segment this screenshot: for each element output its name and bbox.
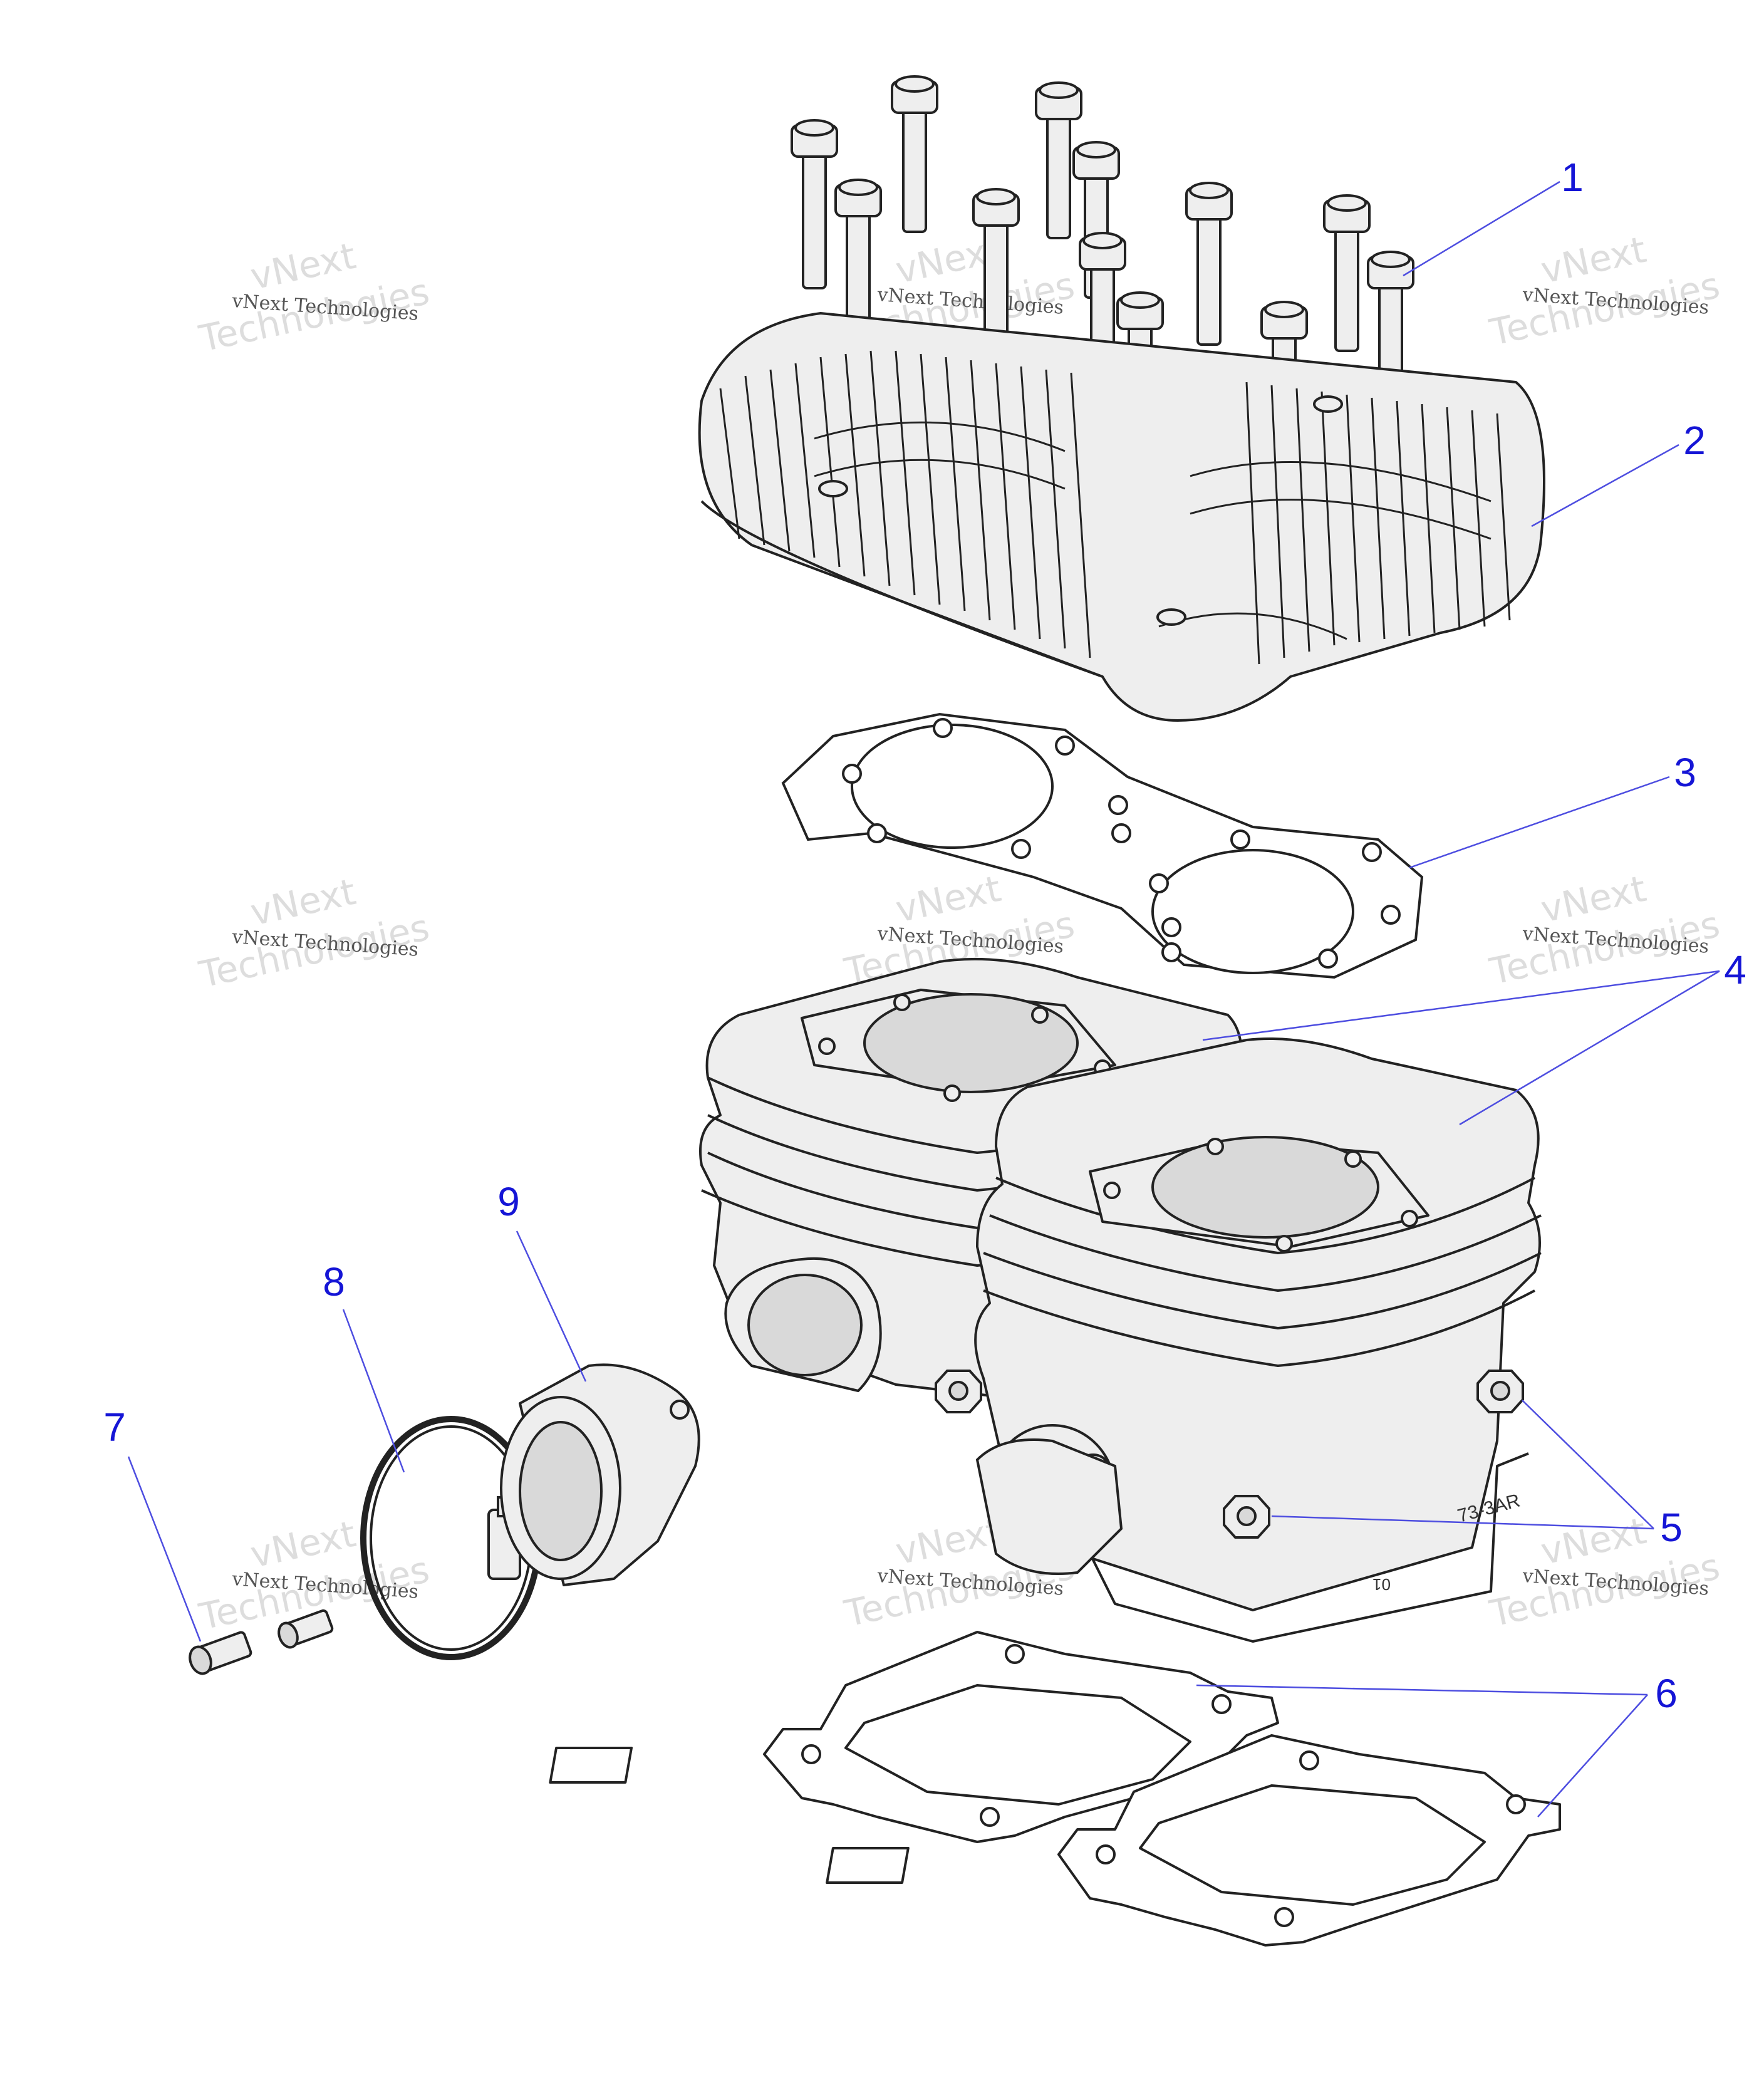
cylinder-head	[698, 312, 1545, 722]
intake-boot-mounted	[975, 1438, 1123, 1575]
screws	[189, 1609, 334, 1675]
callout-label: 8	[323, 1259, 345, 1304]
callout-label: 7	[103, 1405, 126, 1450]
intake-boot	[500, 1363, 700, 1586]
callout-label: 6	[1655, 1671, 1678, 1716]
svg-text:01: 01	[1372, 1575, 1391, 1594]
watermark: vNext Technologies vNext Technologies	[1486, 1509, 1724, 1635]
watermark: vNext Technologies vNext Technologies	[1486, 867, 1724, 993]
head-gasket	[781, 712, 1424, 979]
callout-label: 2	[1683, 418, 1706, 463]
base-gasket-rear	[826, 1734, 1561, 1947]
callout-label: 4	[1724, 947, 1746, 992]
callout-label: 5	[1660, 1505, 1683, 1550]
callout-label: 1	[1561, 155, 1584, 200]
callouts: 1 2 3 4 5 6 7 8 9	[103, 155, 1746, 1716]
nuts	[935, 1370, 1524, 1539]
watermark: vNext Technologies vNext Technologies	[195, 234, 433, 360]
callout-label: 9	[497, 1179, 520, 1224]
watermark: vNext Technologies vNext Technologies	[1486, 228, 1724, 354]
callout-label: 3	[1674, 750, 1696, 795]
watermark: vNext Technologies vNext Technologies	[195, 870, 433, 996]
leader-lines	[127, 180, 1720, 1817]
